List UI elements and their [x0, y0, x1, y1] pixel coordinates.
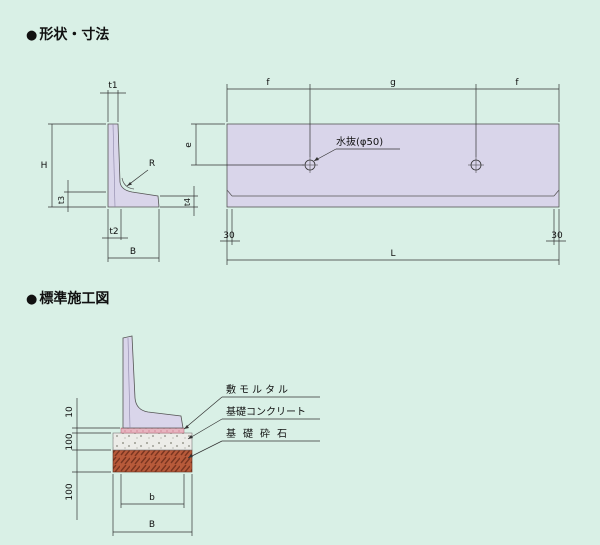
section-title-install: ●標準施工図	[26, 291, 110, 307]
block-install-profile	[122, 335, 184, 429]
front-view: 水抜(φ50) f g f e 30 30	[184, 78, 566, 265]
block-face-line	[112, 123, 116, 208]
concrete-leader	[187, 418, 223, 440]
bullet-icon: ●	[26, 292, 38, 307]
label-f-left: f	[266, 78, 270, 88]
label-L: L	[390, 249, 395, 259]
front-chamfer-right	[553, 189, 560, 197]
install-section: 10 100 100 敷モルタル 基礎コンクリート 基礎砕石 b	[65, 335, 320, 536]
concrete-layer	[112, 432, 193, 451]
mortar-layer	[120, 427, 185, 434]
gravel-layer	[112, 449, 193, 473]
mortar-arrow-icon	[184, 425, 189, 429]
front-chamfer-left	[226, 189, 233, 197]
r-arrow-icon	[127, 182, 132, 186]
label-t4: t4	[183, 198, 192, 206]
gravel-arrow-icon	[188, 454, 193, 458]
label-R: R	[149, 159, 155, 169]
drain-arrow-icon	[314, 157, 319, 161]
label-t1: t1	[108, 81, 117, 91]
label-mortar: 敷モルタル	[226, 383, 291, 396]
label-30-left: 30	[223, 231, 235, 241]
gravel-leader	[187, 440, 223, 459]
label-H: H	[41, 161, 48, 171]
block-install-face-line	[127, 337, 131, 429]
bullet-icon: ●	[26, 28, 38, 43]
label-10: 10	[65, 406, 75, 418]
drain-hole-left	[302, 157, 318, 173]
label-100-top: 100	[65, 433, 75, 450]
drain-hole-right	[468, 157, 484, 173]
label-30-right: 30	[551, 231, 563, 241]
concrete-arrow-icon	[188, 435, 193, 439]
label-b: b	[149, 493, 155, 503]
block-side-profile	[107, 123, 160, 208]
side-view: t1 H t3 R t4 t2	[41, 81, 198, 262]
label-concrete: 基礎コンクリート	[226, 405, 306, 418]
label-B: B	[130, 247, 136, 257]
fillet-r	[121, 177, 135, 190]
label-f-right: f	[515, 78, 519, 88]
label-g: g	[390, 78, 396, 88]
label-B-install: B	[149, 520, 155, 530]
label-t3: t3	[57, 196, 66, 204]
label-100-bottom: 100	[65, 483, 75, 500]
section-title-shape: ●形状・寸法	[26, 27, 110, 43]
mortar-leader	[183, 396, 223, 430]
label-t2: t2	[109, 227, 118, 237]
label-e: e	[184, 142, 194, 148]
label-drain: 水抜(φ50)	[336, 135, 383, 148]
block-front	[226, 123, 560, 208]
label-gravel: 基礎砕石	[226, 427, 294, 440]
